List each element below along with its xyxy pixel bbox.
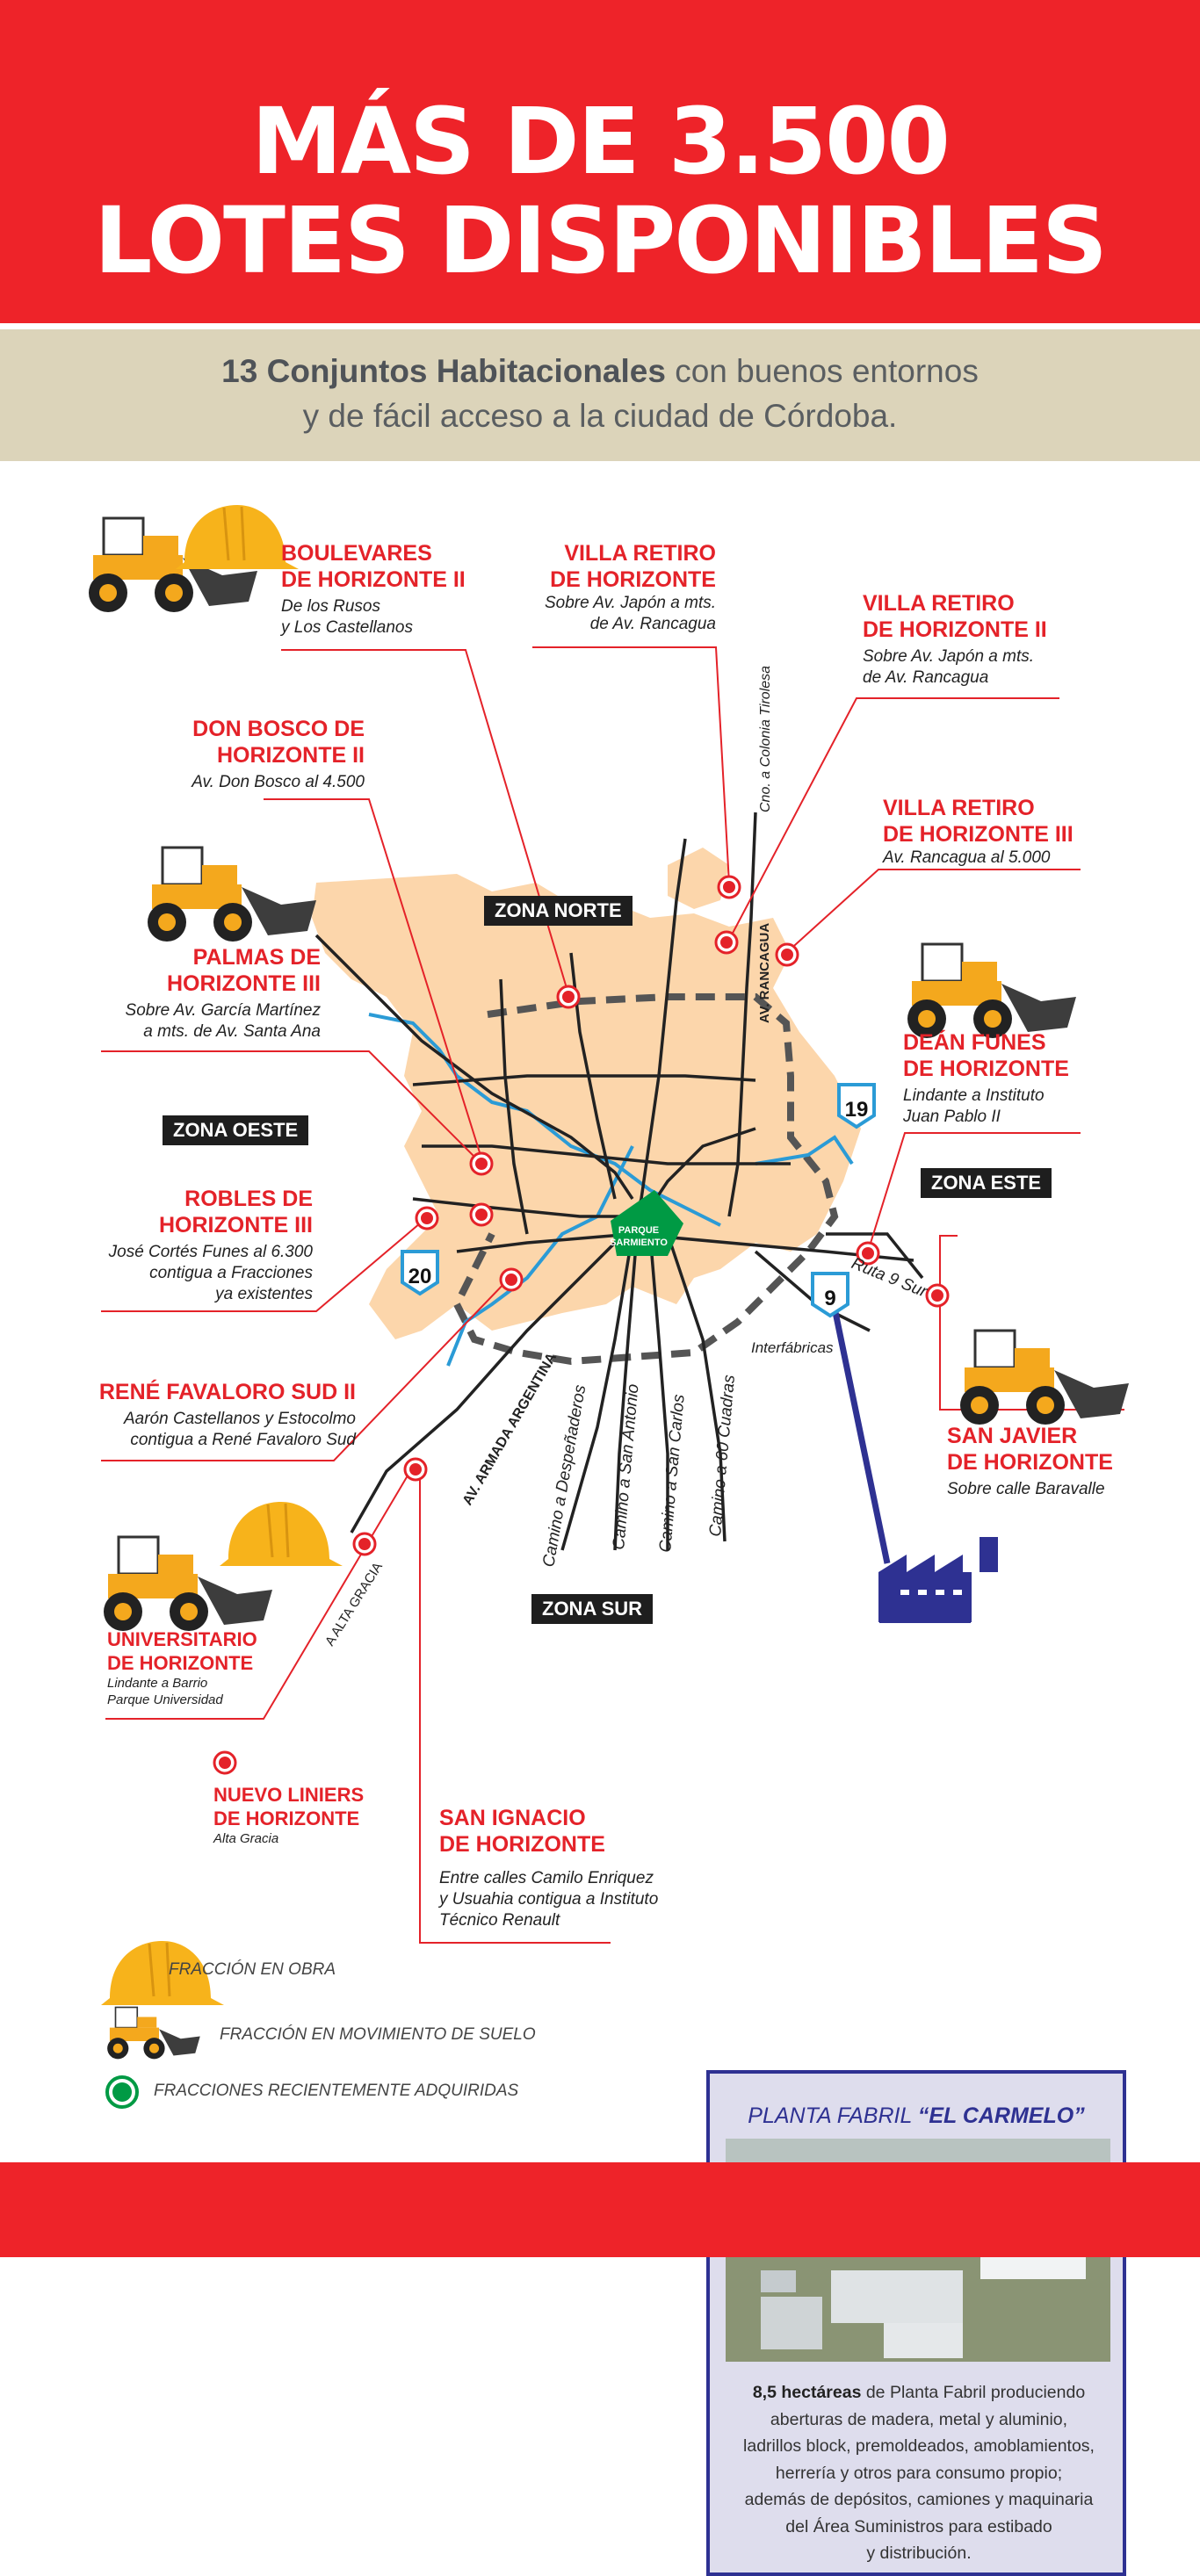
footer-banner <box>0 2162 1200 2257</box>
zone-norte: ZONA NORTE <box>484 896 633 926</box>
road-label-san-antonio: Camino a San Antonio <box>610 1383 642 1551</box>
page-title: MÁS DE 3.500 LOTES DISPONIBLES <box>0 92 1200 291</box>
ring-road <box>452 993 839 1366</box>
route-shield-20: 20 <box>401 1250 439 1296</box>
marker-villa-retiro-iii <box>775 942 799 967</box>
route-shield-9: 9 <box>811 1272 849 1318</box>
legend-loader-icon <box>106 2006 201 2060</box>
marker-boulevares <box>556 985 581 1009</box>
road-label-rancagua: AV. RANCAGUA <box>757 923 772 1023</box>
helmet-icon <box>218 1500 344 1568</box>
zone-oeste: ZONA OESTE <box>163 1115 309 1145</box>
river-main <box>368 1013 721 1227</box>
plant-title: PLANTA FABRIL “EL CARMELO” <box>748 2103 1085 2128</box>
title-line-1: MÁS DE 3.500 <box>251 88 951 195</box>
parque-sarmiento <box>611 1190 683 1256</box>
marker-palmas <box>469 1151 494 1176</box>
svg-text:19: 19 <box>845 1098 869 1122</box>
marker-robles <box>415 1206 439 1230</box>
marker-rene-favaloro <box>499 1267 524 1292</box>
factory-icon <box>878 1537 998 1623</box>
legend-adquiridas: FRACCIONES RECIENTEMENTE ADQUIRIDAS <box>154 2082 519 2100</box>
marker-villa-retiro-ii <box>714 930 739 955</box>
loader-icon <box>906 942 1078 1040</box>
park-label-2: SARMIENTO <box>610 1237 668 1248</box>
plant-description: 8,5 hectáreas de Planta Fabril producien… <box>743 2383 1095 2563</box>
helmet-icon <box>174 503 300 571</box>
city-area <box>312 874 861 1339</box>
marker-universitario <box>352 1532 377 1556</box>
subtitle-banner: 13 Conjuntos Habitacionales con buenos e… <box>0 329 1200 461</box>
legend-movimiento: FRACCIÓN EN MOVIMIENTO DE SUELO <box>220 2025 536 2044</box>
marker-san-javier <box>925 1283 950 1308</box>
plant-pointer <box>827 1286 891 1564</box>
map-area: 19 20 9 Cno. a Colonia Tirolesa AV. RANC… <box>0 461 1200 2576</box>
header-banner: MÁS DE 3.500 LOTES DISPONIBLES <box>0 0 1200 323</box>
road-label-ruta-9: Ruta 9 Sur <box>849 1254 930 1302</box>
marker-nuevo-liniers <box>213 1750 237 1775</box>
location-markers <box>213 875 950 1775</box>
loader-icon <box>958 1329 1131 1426</box>
legend-obra: FRACCIÓN EN OBRA <box>169 1960 336 1979</box>
marker-san-ignacio <box>403 1457 428 1482</box>
plant-info-box: PLANTA FABRIL “EL CARMELO” 8,5 hectáreas… <box>706 2070 1126 2576</box>
road-label-colonia-tirolesa: Cno. a Colonia Tirolesa <box>758 666 773 812</box>
marker-villa-retiro <box>717 875 741 899</box>
road-label-armada: AV. ARMADA ARGENTINA <box>460 1350 560 1508</box>
loader-icon <box>146 846 318 943</box>
subtitle-bold: 13 Conjuntos Habitacionales <box>221 353 666 389</box>
svg-text:9: 9 <box>824 1287 835 1310</box>
zone-este: ZONA ESTE <box>921 1168 1052 1198</box>
route-shield-19: 19 <box>837 1083 876 1129</box>
river-east <box>755 1135 854 1165</box>
marker-don-bosco <box>469 1202 494 1227</box>
svg-text:20: 20 <box>408 1265 432 1288</box>
park-label-1: PARQUE <box>618 1225 659 1236</box>
dev-rene-favaloro: RENÉ FAVALORO SUD II Aarón Castellanos y… <box>98 1380 356 1449</box>
title-line-2: LOTES DISPONIBLES <box>94 187 1108 294</box>
subtitle-rest-2: y de fácil acceso a la ciudad de Córdoba… <box>302 398 898 434</box>
zone-sur: ZONA SUR <box>531 1594 654 1624</box>
road-label-interfabricas: Interfábricas <box>751 1339 834 1356</box>
city-map: 19 20 9 Cno. a Colonia Tirolesa AV. RANC… <box>87 503 1131 2109</box>
marker-dean-funes <box>856 1241 880 1266</box>
subtitle-text: 13 Conjuntos Habitacionales con buenos e… <box>0 349 1200 438</box>
road-label-san-carlos: Camino a San Carlos <box>656 1393 689 1553</box>
subtitle-rest-1: con buenos entornos <box>665 353 979 389</box>
